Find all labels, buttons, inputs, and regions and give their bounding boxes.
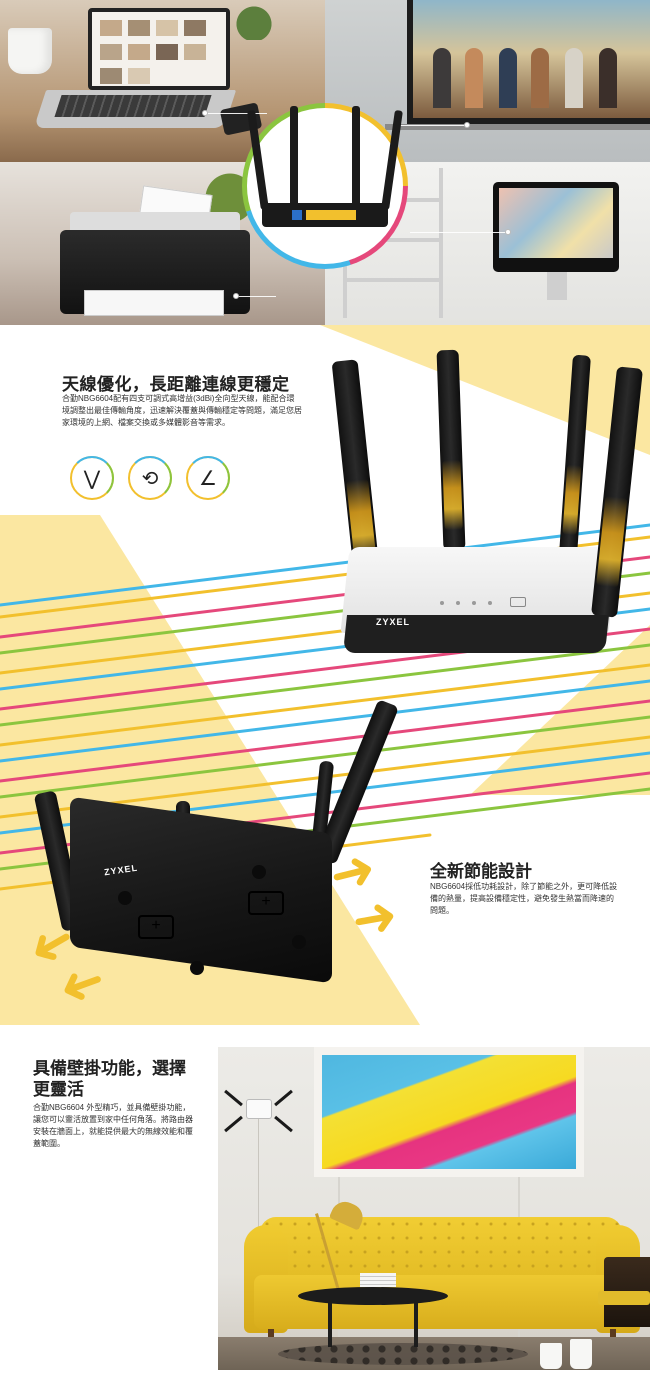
coffee-mug xyxy=(8,28,52,74)
router-antenna xyxy=(290,106,298,206)
connection-dot xyxy=(233,293,239,299)
antenna-tilt-icon: ∠ xyxy=(186,456,230,500)
laptop-keyboard xyxy=(54,95,212,117)
monitor-screen xyxy=(499,188,613,258)
connection-line xyxy=(236,296,276,297)
connection-dot xyxy=(202,110,208,116)
antenna-rotate-icon: ⟲ xyxy=(128,456,172,500)
brand-logo: ZYXEL xyxy=(376,617,411,627)
cup xyxy=(570,1339,592,1369)
status-led xyxy=(440,601,444,605)
antenna-description: 合勤NBG6604配有四支可調式高增益(3dBi)全向型天線，能配合環境調整出最… xyxy=(62,394,302,427)
power-cable xyxy=(258,1119,259,1289)
router-antenna xyxy=(224,1115,243,1133)
wall-seam xyxy=(518,1047,520,1370)
chair-seat xyxy=(598,1291,650,1305)
table-leg xyxy=(328,1301,332,1347)
tv-shelf xyxy=(385,124,650,130)
connection-dot xyxy=(464,122,470,128)
router-center-circle xyxy=(242,103,408,269)
feature-section: 天線優化，長距離連線更穩定 合勤NBG6604配有四支可調式高增益(3dBi)全… xyxy=(0,325,650,1025)
connection-line xyxy=(396,125,466,126)
printed-paper xyxy=(84,290,224,316)
books xyxy=(360,1273,396,1287)
antenna-title: 天線優化，長距離連線更穩定 xyxy=(62,375,290,394)
plant xyxy=(230,0,290,40)
coffee-table xyxy=(298,1287,448,1305)
wall-mount-slot: + xyxy=(138,915,174,939)
sofa-seat xyxy=(254,1275,628,1329)
connection-line xyxy=(205,113,267,114)
energy-title: 全新節能設計 xyxy=(430,862,532,881)
router-antenna xyxy=(352,106,360,206)
connection-dot xyxy=(505,229,511,235)
wall-mounted-router xyxy=(246,1099,272,1119)
status-led xyxy=(472,601,476,605)
rubber-foot xyxy=(252,865,266,879)
status-led xyxy=(456,601,460,605)
laptop-photo xyxy=(0,0,325,162)
lan-ports xyxy=(306,210,356,220)
router-antenna xyxy=(274,1089,293,1107)
wan-port xyxy=(292,210,302,220)
rubber-foot xyxy=(118,891,132,905)
monitor-stand xyxy=(547,272,567,300)
router-antenna xyxy=(224,1089,243,1107)
status-led xyxy=(488,601,492,605)
wall-mount-title: 具備壁掛功能，選擇更靈活 xyxy=(33,1059,186,1099)
tv-photo xyxy=(325,0,650,162)
table-leg xyxy=(414,1301,418,1347)
energy-description: NBG6604採低功耗設計，除了節能之外，更可降低設備的熱量，提高設備穩定性，避… xyxy=(430,882,618,915)
router-antenna xyxy=(274,1115,293,1133)
antenna-spread-icon: ⋁ xyxy=(70,456,114,500)
wps-button xyxy=(510,597,526,607)
tv-screen-image xyxy=(413,0,650,118)
laptop-screen xyxy=(88,8,230,90)
rubber-foot xyxy=(292,935,306,949)
wall-mount-description: 合勤NBG6604 外型精巧，並具備壁掛功能，讓您可以靈活放置到家中任何角落。將… xyxy=(33,1103,193,1148)
connection-line xyxy=(410,232,508,233)
airflow-arrow-icon: ➜ xyxy=(347,884,403,952)
cup xyxy=(540,1343,562,1369)
rug xyxy=(278,1343,528,1365)
wall-painting xyxy=(314,1047,584,1177)
living-room-photo xyxy=(218,1047,650,1370)
usage-collage xyxy=(0,0,650,325)
printer-top xyxy=(70,212,240,234)
wall-mount-slot: + xyxy=(248,891,284,915)
rubber-foot xyxy=(190,961,204,975)
